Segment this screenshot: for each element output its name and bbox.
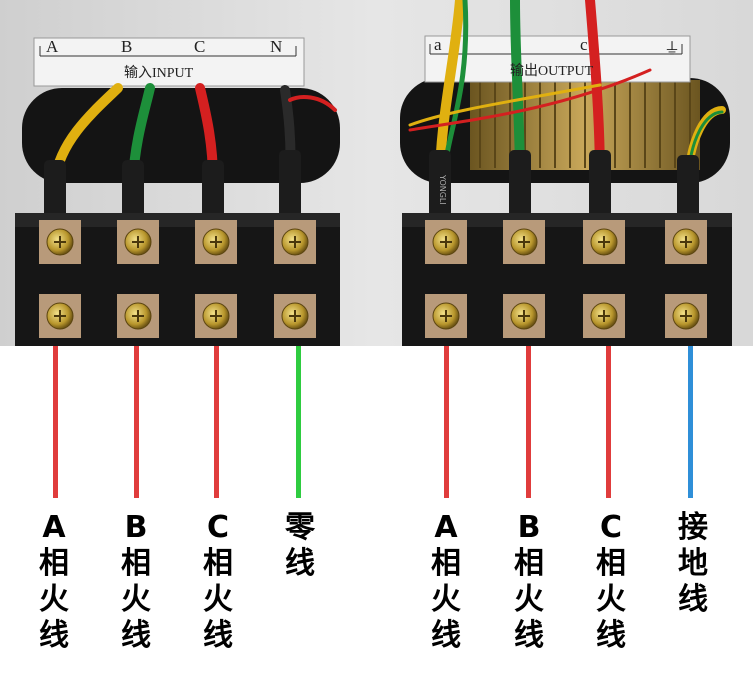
terminal-block-photo: YONGLI <box>0 0 753 346</box>
lead-line-neutral <box>296 346 301 498</box>
label-char: 相 <box>39 546 69 581</box>
label-char: 线 <box>678 582 708 617</box>
lead-line-c-out <box>606 346 611 498</box>
label-char: 火 <box>431 582 461 617</box>
label-char: 相 <box>121 546 151 581</box>
label-ground: 接地线 <box>663 510 723 618</box>
label-char: 相 <box>203 546 233 581</box>
input-letter-b: B <box>121 37 133 56</box>
label-char: 线 <box>121 618 151 653</box>
label-char: 线 <box>596 618 626 653</box>
lead-line-b-in <box>134 346 139 498</box>
ground-symbol-icon: ⏚ <box>664 41 681 58</box>
input-letter-n: N <box>270 37 283 56</box>
label-char: 相 <box>514 546 544 581</box>
wire-sleeves <box>44 150 699 222</box>
input-label-plate <box>33 37 305 87</box>
lead-line-ground <box>688 346 693 498</box>
output-letter-c: c <box>580 35 588 54</box>
label-char: 线 <box>39 618 69 653</box>
label-char: 火 <box>121 582 151 617</box>
label-char: 线 <box>514 618 544 653</box>
label-char: 线 <box>203 618 233 653</box>
transformer-coil <box>470 80 700 170</box>
lead-line-b-out <box>526 346 531 498</box>
lead-line-c-in <box>214 346 219 498</box>
label-char: 火 <box>514 582 544 617</box>
label-char: 线 <box>285 546 315 581</box>
terminal-screws <box>39 220 707 338</box>
label-char: 线 <box>431 618 461 653</box>
lead-line-a-in <box>53 346 58 498</box>
label-char: 零 <box>285 510 315 545</box>
input-caption: 输入INPUT <box>124 66 194 81</box>
label-char: 火 <box>596 582 626 617</box>
input-letter-c: C <box>194 37 206 56</box>
label-char: 相 <box>596 546 626 581</box>
label-char: 接 <box>678 510 708 545</box>
label-char: 地 <box>678 546 708 581</box>
output-caption: 输出OUTPUT <box>510 64 594 79</box>
label-char: 相 <box>431 546 461 581</box>
input-opening <box>22 88 340 183</box>
label-char: 火 <box>203 582 233 617</box>
sleeve-brand-text: YONGLI <box>438 174 447 205</box>
input-letter-a: A <box>46 37 59 56</box>
label-neutral: 零线 <box>270 510 330 582</box>
output-letter-a: a <box>434 35 442 54</box>
output-label-plate <box>424 35 691 83</box>
lead-line-a-out <box>444 346 449 498</box>
label-char: 火 <box>39 582 69 617</box>
